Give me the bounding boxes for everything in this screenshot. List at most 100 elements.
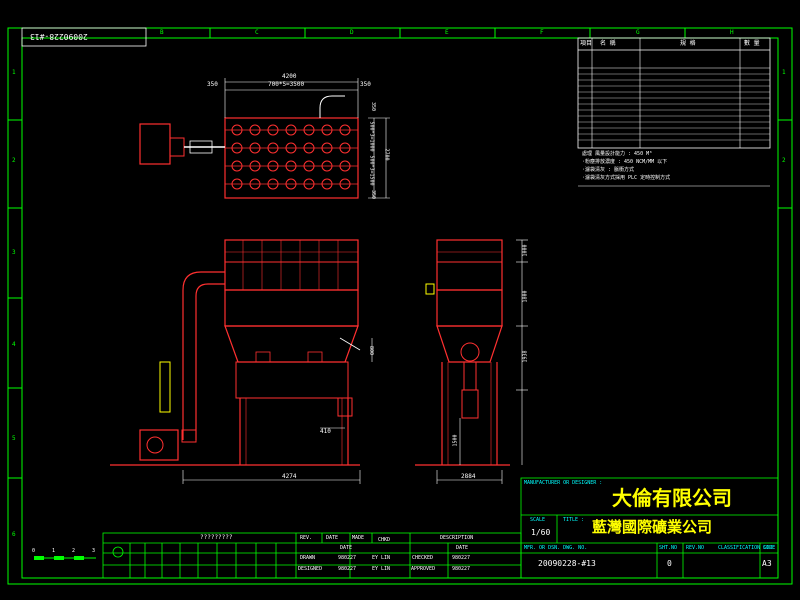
side-dim-width: 2884 [461,473,476,480]
drawn-date: 980227 [338,555,357,561]
designed-label: DESIGNED [298,566,323,572]
rev-date-label: DATE [326,535,339,541]
spec-header-item: 項目 [580,40,593,47]
checked-date: 980227 [452,555,471,561]
plan-dim-v4: 500*3=1500 [368,155,375,186]
spec-header-spec: 規 格 [680,40,696,47]
size-label: SIZE [763,545,776,551]
spec-table-frame [577,37,771,187]
col-label-b: B [160,29,164,36]
front-hopper-lower [235,361,349,399]
scale-bar-1: 1 [52,548,56,554]
row-label-1: 1 [12,69,16,76]
scale-label: SCALE [530,517,546,523]
mfr-label: MANUFACTURER OR DESIGNER : [524,480,603,486]
scale-bar-3: 3 [92,548,96,554]
front-dim-width: 4274 [282,473,297,480]
plan-spring [189,140,213,154]
rev-no: 0 [667,559,672,568]
side-dim-h4: 1500 [452,434,459,447]
col-label-d: D [350,29,354,36]
spec-note-2: ·粉塵排放濃度 : 450 NCM/MM 以下 [582,159,668,165]
designed-date: 980227 [338,566,357,572]
spec-header-name: 名 稱 [600,40,616,47]
description-label: DESCRIPTION [440,535,474,541]
revision-block-frame [102,532,522,579]
checked-label: CHECKED [412,555,434,561]
side-view [415,239,528,484]
spec-note-1: 處理 風量設計能力 : 450 M³ [582,151,653,157]
class-label: CLASSIFICATION CODE [718,545,776,551]
plan-view [139,78,390,199]
plan-dim-v3: 2700 [383,148,390,161]
side-dim-h1: 1000 [522,244,529,257]
front-hopper [224,325,359,363]
side-hopper [436,325,503,363]
plan-dim-right: 350 [360,81,371,88]
front-damper [159,361,171,413]
col-label-h: H [730,29,734,36]
approved-date: 980227 [452,566,471,572]
col-label-c: C [255,29,259,36]
drawn-label: DRAWN [300,555,316,561]
front-dimensions [182,427,361,484]
spec-note-3: ·濾袋清灰 : 脈衝方式 [582,167,635,173]
plan-duct-elbow [319,95,345,118]
drawn-by: EY LIN [372,555,391,561]
designed-by: EY LIN [372,566,391,572]
side-dim-h2: 1800 [522,290,529,303]
side-dim-h3: 1938 [522,350,529,363]
spec-header-qty: 數 量 [744,40,760,47]
plan-dim-v2: 500*3=1000 [368,121,375,152]
side-upper-box [436,239,503,291]
front-fan [139,429,179,461]
col-label-f: F [540,29,544,36]
approved-label: APPROVED [411,566,436,572]
scale-bar-0: 0 [32,548,36,554]
plan-dim-pitch: 700*5=3500 [268,81,305,88]
bag-crosses [225,129,358,185]
company-name: 大倫有限公司 [612,486,732,510]
date-col-label-2: DATE [456,545,469,551]
front-panel-lines [242,240,339,290]
dwg-no: 20090228-#13 [538,559,596,568]
revision-header: ????????? [200,534,233,541]
row-label-5: 5 [12,435,16,442]
chkd-label: CHKD [378,537,391,543]
plan-motor [169,137,185,157]
rev-no-label: REV.NO [686,545,705,551]
row-label-right-2: 2 [782,157,786,164]
scale-bar-2: 2 [72,548,76,554]
plan-outline [224,117,359,199]
scale-value: 1/60 [531,528,551,537]
front-dim-small: 410 [320,428,331,435]
rev-label: REV. [300,535,313,541]
row-label-4: 4 [12,341,16,348]
side-valve [461,389,479,419]
row-label-3: 3 [12,249,16,256]
column-ticks [8,28,792,479]
plan-dimensions [224,78,390,199]
stamp-box [21,27,147,47]
plan-dim-v5: 350 [370,189,377,200]
row-label-right-1: 1 [782,69,786,76]
front-view [110,239,373,484]
col-label-e: E [445,29,449,36]
plan-dim-total: 4200 [282,73,297,80]
front-duct [182,271,225,440]
side-flange [460,342,480,362]
size-value: A3 [762,559,772,568]
scale-bar [34,546,124,560]
sht-no-label: SHT.NO [659,545,678,551]
side-dim-flange: 800 [368,345,375,356]
spec-note-4: ·濾袋清灰方式採用 PLC 定時控制方式 [582,175,671,181]
front-valve [337,397,353,417]
made-label: MADE [352,535,365,541]
side-dimensions [436,239,528,484]
title-label: TITLE : [563,517,585,523]
dwg-no-label: MFR. OR DSN. DWG. NO. [524,545,588,551]
project-title: 藍灣國際礦業公司 [592,518,713,536]
side-mid-box [436,289,503,327]
row-label-6: 6 [12,531,16,538]
